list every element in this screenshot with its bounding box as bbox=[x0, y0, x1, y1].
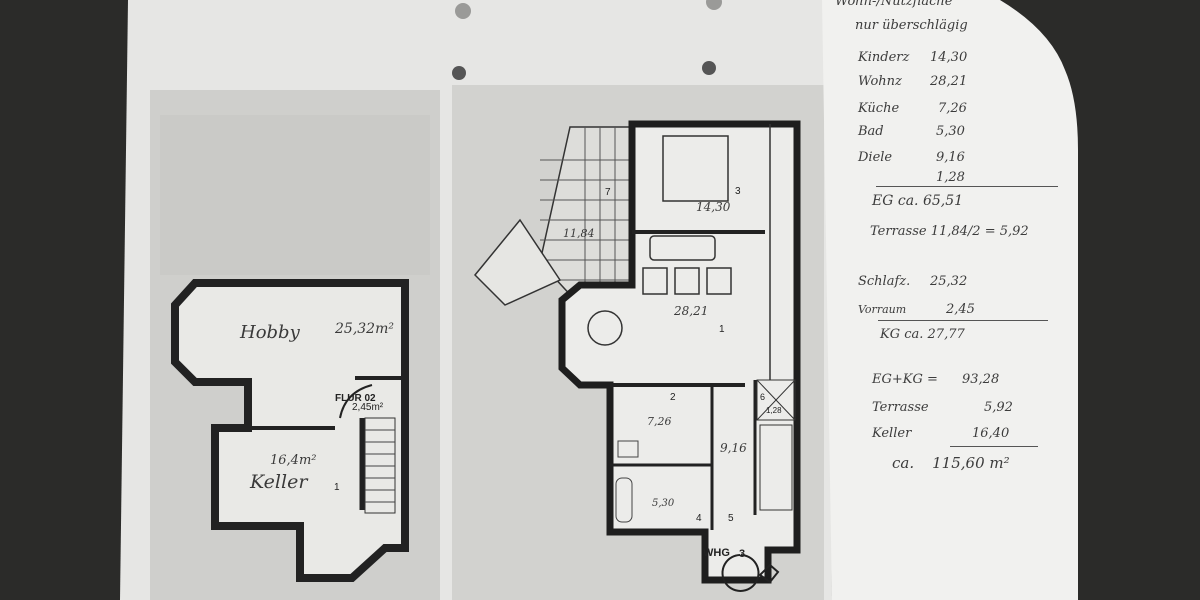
punch-hole bbox=[452, 66, 466, 80]
living-number: 1 bbox=[719, 324, 725, 335]
divider bbox=[878, 320, 1048, 321]
flur-label: FLUR 02 bbox=[335, 393, 376, 404]
flur-area: 2,45m² bbox=[352, 402, 384, 413]
storage-area: 1,28 bbox=[766, 406, 782, 415]
hobby-label: Hobby bbox=[239, 322, 301, 343]
living-area: 28,21 bbox=[673, 304, 708, 318]
hobby-area: 25,32m² bbox=[334, 321, 394, 337]
eg-total: EG ca. 65,51 bbox=[872, 193, 964, 209]
kitchen-area: 7,26 bbox=[647, 415, 672, 428]
terrace-calc: Terrasse 11,84/2 = 5,92 bbox=[870, 224, 1029, 239]
sum-item: EG+KG =93,28 bbox=[872, 372, 1000, 387]
punch-hole bbox=[455, 3, 471, 19]
ground-floor-plan bbox=[473, 120, 801, 592]
entrance-label: WHG bbox=[703, 547, 730, 559]
kg-item: Schlafz.25,32 bbox=[858, 274, 968, 289]
punch-hole bbox=[702, 61, 716, 75]
bath-area: 5,30 bbox=[652, 498, 675, 509]
keller-label: Keller bbox=[249, 471, 309, 493]
entrance-number: 3 bbox=[739, 548, 745, 560]
keller-area: 16,4m² bbox=[270, 453, 316, 468]
kg-total: KG ca. 27,77 bbox=[880, 327, 965, 342]
terrace-number: 7 bbox=[605, 187, 611, 198]
bedroom-area: 14,30 bbox=[696, 200, 731, 214]
punch-hole bbox=[706, 0, 722, 10]
hall-area: 9,16 bbox=[720, 441, 747, 455]
basement-plan bbox=[171, 279, 409, 582]
storage-number: 6 bbox=[760, 392, 765, 402]
wc-number: 4 bbox=[696, 513, 702, 524]
notes-header-2: nur überschlägig bbox=[855, 18, 968, 33]
note-paper bbox=[822, 0, 1078, 600]
terrace-area: 11,84 bbox=[563, 227, 595, 240]
eg-item: 1,28 bbox=[936, 170, 965, 185]
divider bbox=[950, 446, 1038, 447]
grand-total: ca.115,60 m² bbox=[892, 454, 1010, 472]
notes-header-1: Wohn-/Nutzfläche bbox=[835, 0, 953, 9]
keller-number: 1 bbox=[334, 482, 340, 493]
hall-number: 5 bbox=[728, 513, 734, 524]
kitchen-number: 2 bbox=[670, 392, 676, 403]
divider bbox=[876, 186, 1058, 187]
bedroom-number: 3 bbox=[735, 186, 741, 197]
